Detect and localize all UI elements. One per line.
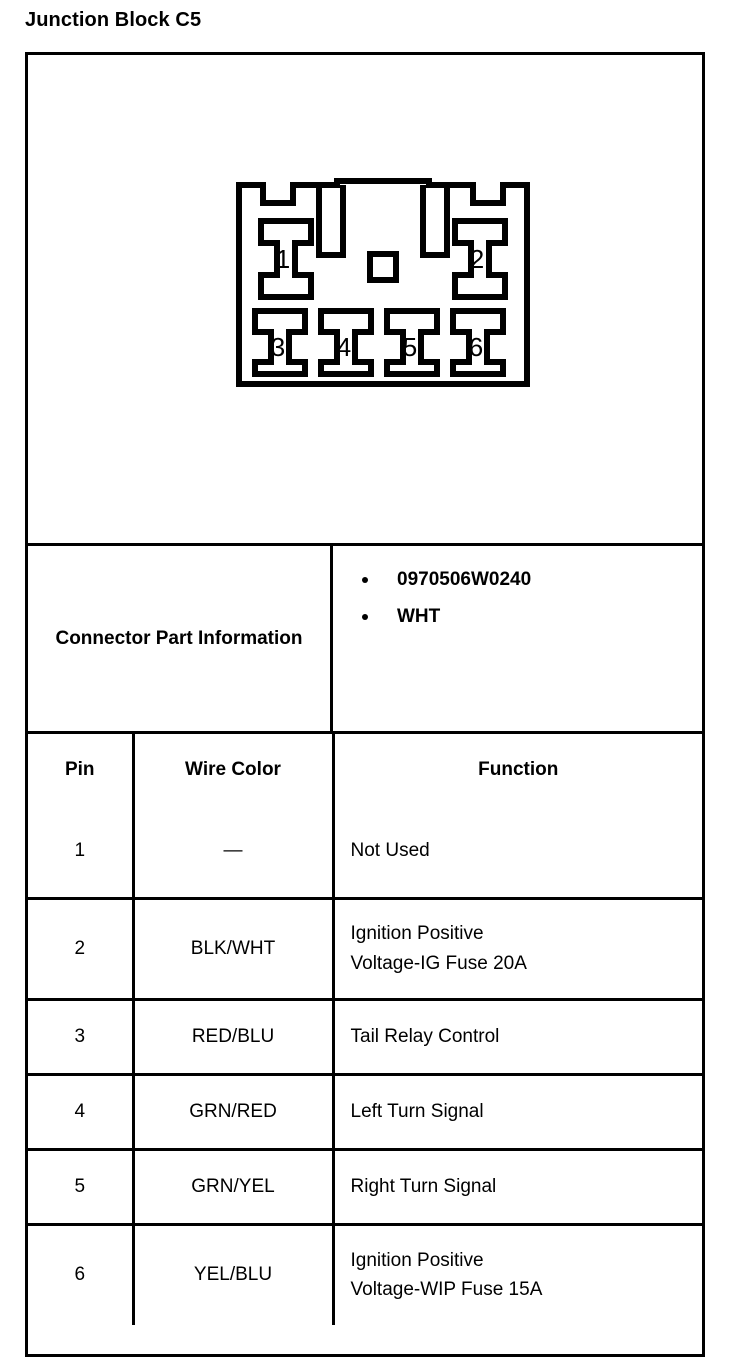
pin-table: Pin Wire Color Function 1 — Not Used 2 B… <box>28 734 702 1325</box>
function-line: Voltage-WIP Fuse 15A <box>350 1279 543 1301</box>
cell-pin: 6 <box>28 1224 135 1325</box>
bullet-icon <box>362 614 368 620</box>
content-frame: 1 2 3 4 5 6 Connector Part Information 0… <box>25 52 705 1357</box>
table-row: 6 YEL/BLU Ignition Positive Voltage-WIP … <box>28 1224 702 1325</box>
cavity-label-6: 6 <box>469 332 483 362</box>
center-key-square <box>367 251 399 283</box>
column-header-pin: Pin <box>28 734 135 805</box>
table-row: 5 GRN/YEL Right Turn Signal <box>28 1149 702 1226</box>
cell-function: Ignition Positive Voltage-WIP Fuse 15A <box>333 1224 702 1325</box>
cell-function: Not Used <box>333 805 702 900</box>
table-row: 1 — Not Used <box>28 805 702 900</box>
connector-shell-outline <box>236 178 530 387</box>
table-row: 2 BLK/WHT Ignition Positive Voltage-IG F… <box>28 898 702 1001</box>
connector-part-information-values: 0970506W0240 WHT <box>333 546 702 731</box>
cell-wire-color: GRN/YEL <box>133 1149 335 1226</box>
table-row: 4 GRN/RED Left Turn Signal <box>28 1074 702 1151</box>
list-item: 0970506W0240 <box>355 570 702 589</box>
page-title: Junction Block C5 <box>25 9 202 31</box>
cavity-label-4: 4 <box>337 332 351 362</box>
cell-pin: 4 <box>28 1074 135 1151</box>
function-line: Right Turn Signal <box>350 1175 497 1197</box>
list-item: WHT <box>355 607 702 626</box>
cell-function: Left Turn Signal <box>333 1074 702 1151</box>
connector-drawing: 1 2 3 4 5 6 <box>236 178 530 387</box>
cell-function: Ignition Positive Voltage-IG Fuse 20A <box>333 898 702 1001</box>
cavity-label-3: 3 <box>271 332 285 362</box>
cell-pin: 1 <box>28 805 135 900</box>
function-line: Voltage-IG Fuse 20A <box>350 952 527 974</box>
cell-wire-color: GRN/RED <box>133 1074 335 1151</box>
connector-part-number: 0970506W0240 <box>397 569 532 590</box>
right-guide-slot <box>420 185 450 258</box>
cavity-1 <box>258 218 314 300</box>
cell-wire-color: BLK/WHT <box>133 898 335 1001</box>
connector-diagram-panel: 1 2 3 4 5 6 <box>28 55 702 546</box>
cavity-3 <box>252 308 308 377</box>
connector-face-view: 1 2 3 4 5 6 <box>233 175 533 390</box>
cavity-4 <box>318 308 374 377</box>
cavity-6 <box>450 308 506 377</box>
cavity-label-1: 1 <box>276 244 290 274</box>
cell-pin: 3 <box>28 999 135 1076</box>
connector-part-information-label: Connector Part Information <box>28 546 333 731</box>
function-line: Ignition Positive <box>350 923 484 945</box>
table-row: 3 RED/BLU Tail Relay Control <box>28 999 702 1076</box>
cavity-2 <box>452 218 508 300</box>
cell-function: Right Turn Signal <box>333 1149 702 1226</box>
connector-color: WHT <box>397 606 441 627</box>
column-header-wire-color: Wire Color <box>133 734 335 805</box>
cell-function: Tail Relay Control <box>333 999 702 1076</box>
table-header-row: Pin Wire Color Function <box>28 734 702 805</box>
cell-wire-color: RED/BLU <box>133 999 335 1076</box>
function-line: Tail Relay Control <box>350 1025 500 1047</box>
bullet-icon <box>362 577 368 583</box>
function-line: Left Turn Signal <box>350 1100 484 1122</box>
cell-wire-color: YEL/BLU <box>133 1224 335 1325</box>
cell-pin: 5 <box>28 1149 135 1226</box>
cavity-5 <box>384 308 440 377</box>
connector-part-information-row: Connector Part Information 0970506W0240 … <box>28 546 702 734</box>
left-guide-slot <box>316 185 346 258</box>
function-line: Not Used <box>350 840 430 862</box>
cell-wire-color: — <box>133 805 335 900</box>
cavity-label-5: 5 <box>403 332 417 362</box>
cavity-label-2: 2 <box>470 244 484 274</box>
cell-pin: 2 <box>28 898 135 1001</box>
function-line: Ignition Positive <box>350 1249 484 1271</box>
column-header-function: Function <box>478 758 559 780</box>
